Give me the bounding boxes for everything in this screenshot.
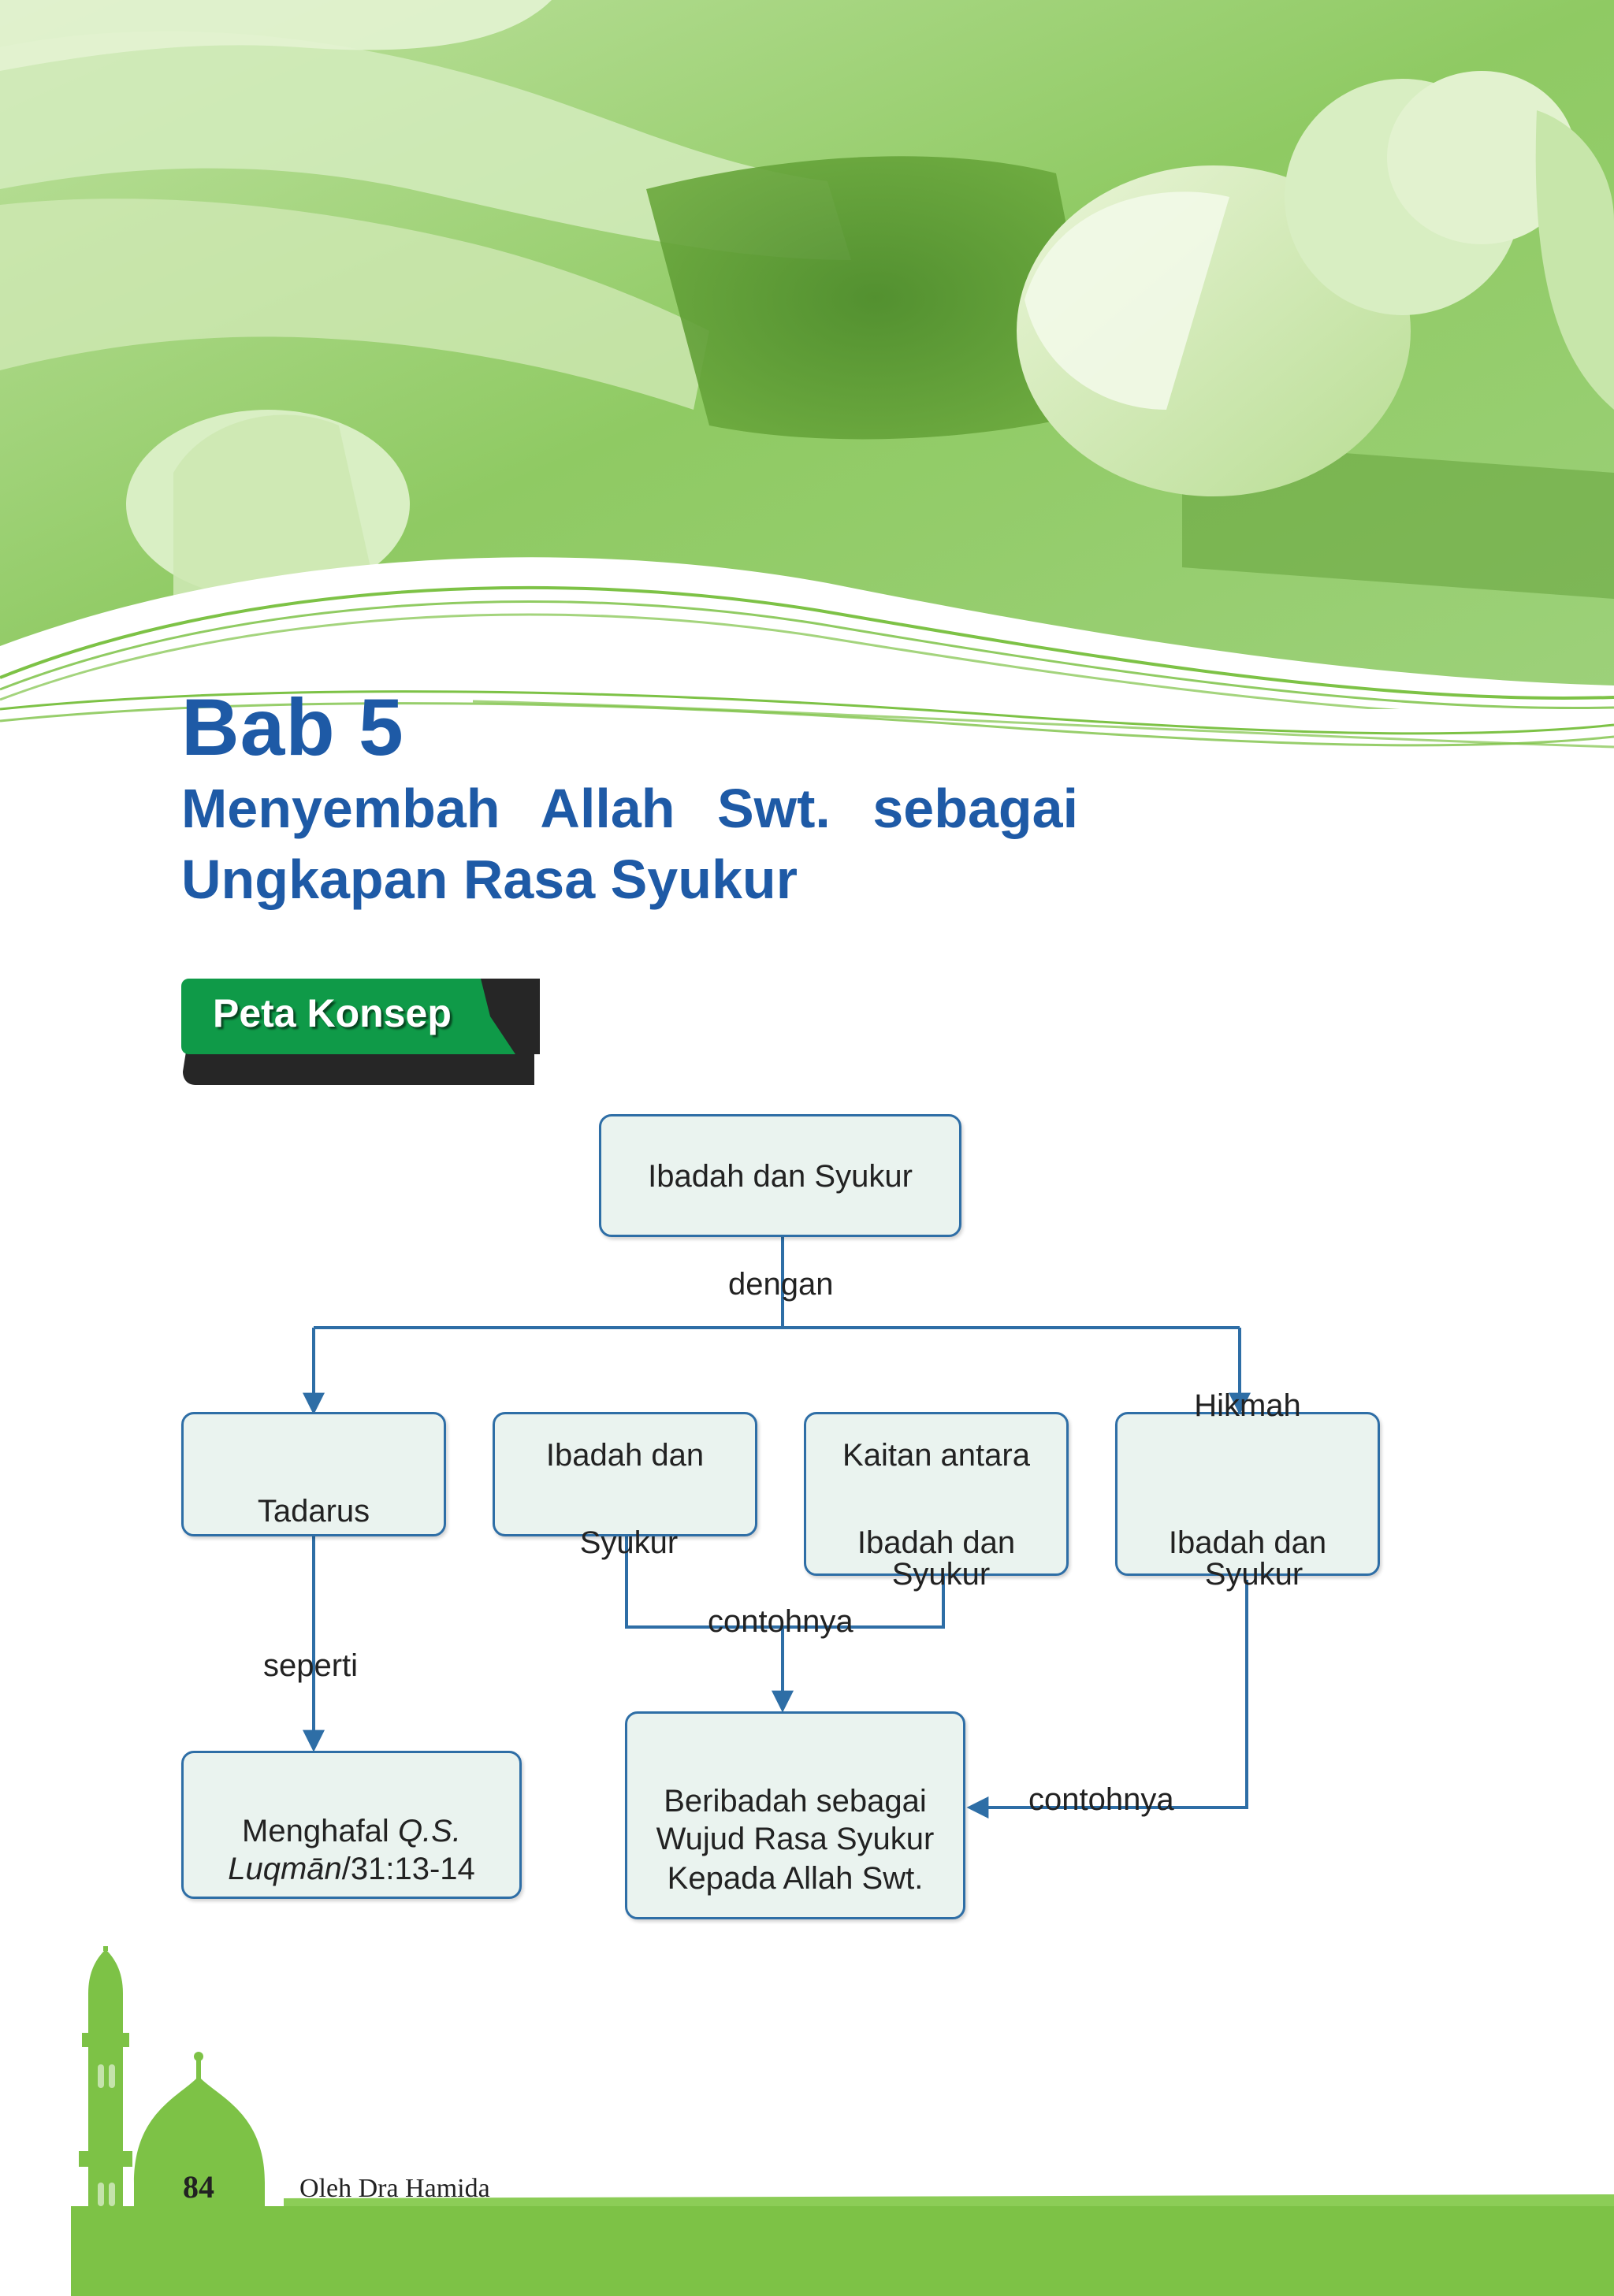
connector-hikmah-to-beribadah	[966, 1580, 1248, 1819]
link-label-contohnya-2: contohnya	[1028, 1782, 1174, 1817]
concept-box-root	[599, 1114, 961, 1237]
chapter-number: Bab 5	[181, 682, 404, 772]
concept-box-kaitan-line-1: Kaitan antara	[842, 1438, 1030, 1473]
concept-map-tab	[181, 979, 540, 1085]
concept-box-tadarus-label: Tadarus	[257, 1494, 370, 1529]
page-number: 84	[183, 2169, 214, 2205]
concept-box-beribadah-line-2: Wujud Rasa Syukur	[656, 1822, 935, 1856]
link-label-contohnya-1: contohnya	[708, 1604, 853, 1639]
concept-box-kaitan-line-2: Ibadah dan	[857, 1525, 1016, 1560]
concept-box-hikmah-line-1: Hikmah	[1194, 1388, 1301, 1423]
menghafal-text: Menghafal	[242, 1814, 398, 1848]
concept-box-menghafal	[181, 1751, 522, 1899]
concept-box-tadarus	[181, 1412, 446, 1536]
concept-box-hikmah-line-3: Syukur	[1204, 1557, 1303, 1592]
concept-box-menghafal-line-1: Menghafal Q.S.	[181, 1812, 522, 1850]
footer-mosque-art	[71, 1946, 1614, 2296]
link-label-dengan: dengan	[728, 1267, 834, 1302]
menghafal-qs: Q.S.	[397, 1814, 461, 1848]
concept-box-ibadah-line-1: Ibadah dan	[545, 1438, 705, 1473]
author-credit: Oleh Dra Hamida	[299, 2174, 490, 2203]
link-label-seperti: seperti	[263, 1648, 359, 1683]
chapter-title-line-1: Menyembah Allah Swt. sebagai	[181, 778, 1079, 839]
concept-box-hikmah	[1115, 1412, 1380, 1576]
concept-box-beribadah-line-3: Kepada Allah Swt.	[667, 1861, 924, 1896]
menghafal-verse: /31:13-14	[341, 1852, 475, 1886]
concept-box-hikmah-line-2: Ibadah dan	[1168, 1525, 1327, 1560]
concept-box-kaitan-line-3: Syukur	[891, 1557, 991, 1592]
header-photo	[0, 0, 1614, 709]
concept-box-beribadah	[625, 1711, 965, 1919]
header-wave-lines	[0, 690, 1614, 749]
chapter-title-line-2: Ungkapan Rasa Syukur	[181, 849, 798, 910]
concept-box-root-label: Ibadah dan Syukur	[648, 1159, 913, 1194]
menghafal-surah-name: Luqmān	[228, 1852, 342, 1886]
concept-box-ibadah	[493, 1412, 757, 1536]
concept-map-tab-label: Peta Konsep	[213, 991, 452, 1035]
concept-box-menghafal-line-2: Luqmān/31:13-14	[181, 1850, 522, 1888]
connector-ibadah-merge	[625, 1536, 945, 1629]
concept-box-beribadah-line-1: Beribadah sebagai	[664, 1784, 927, 1819]
concept-box-kaitan	[804, 1412, 1069, 1576]
concept-box-ibadah-line-2: Syukur	[579, 1525, 679, 1560]
